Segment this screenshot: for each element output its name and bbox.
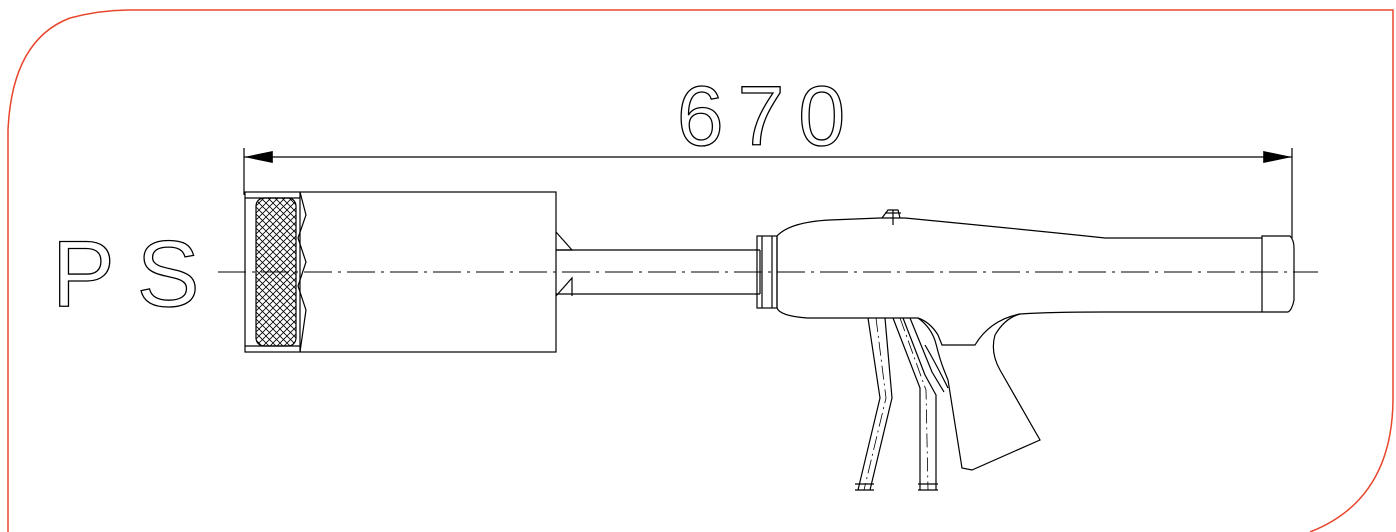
dimension-value: 670 — [677, 69, 859, 163]
model-label: PS — [52, 221, 221, 326]
pistol-grip — [917, 313, 1041, 471]
drawing-frame — [7, 9, 1394, 532]
air-hose-right — [892, 317, 945, 491]
break-line — [297, 191, 307, 353]
air-hose-left — [855, 317, 893, 491]
dimension-670: 670 — [243, 68, 1293, 238]
gun-body — [776, 209, 1295, 346]
extension-tube — [555, 231, 761, 297]
